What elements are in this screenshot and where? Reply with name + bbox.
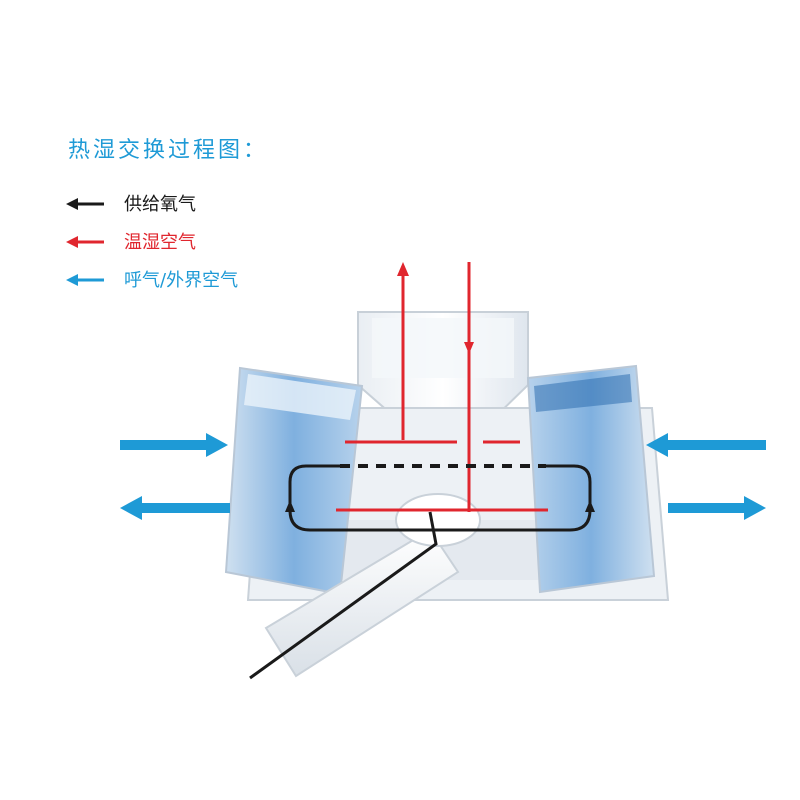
oxygen-tube [249,493,481,680]
blue-arrow-icon [66,274,104,286]
black-arrow-icon [66,198,104,210]
top-port [357,311,529,421]
exhaled-air-arrows [120,433,766,520]
left-filter-module [224,366,364,596]
oxygen-flow-loop [285,464,595,532]
legend-item-exhaled-air: 呼气/外界空气 [66,266,326,304]
legend-item-warm-humid-air: 温湿空气 [66,228,326,266]
legend-label-oxygen: 供给氧气 [124,194,196,215]
legend-label-warm-humid-air: 温湿空气 [124,232,196,253]
warm-humid-air-flow [336,262,548,512]
red-arrow-icon [66,236,104,248]
legend-item-oxygen: 供给氧气 [66,190,326,228]
diagram-title: 热湿交换过程图： [68,138,269,163]
legend-label-exhaled-air: 呼气/外界空气 [124,270,239,291]
legend: 供给氧气 温湿空气 呼气/外界空气 [66,190,326,304]
